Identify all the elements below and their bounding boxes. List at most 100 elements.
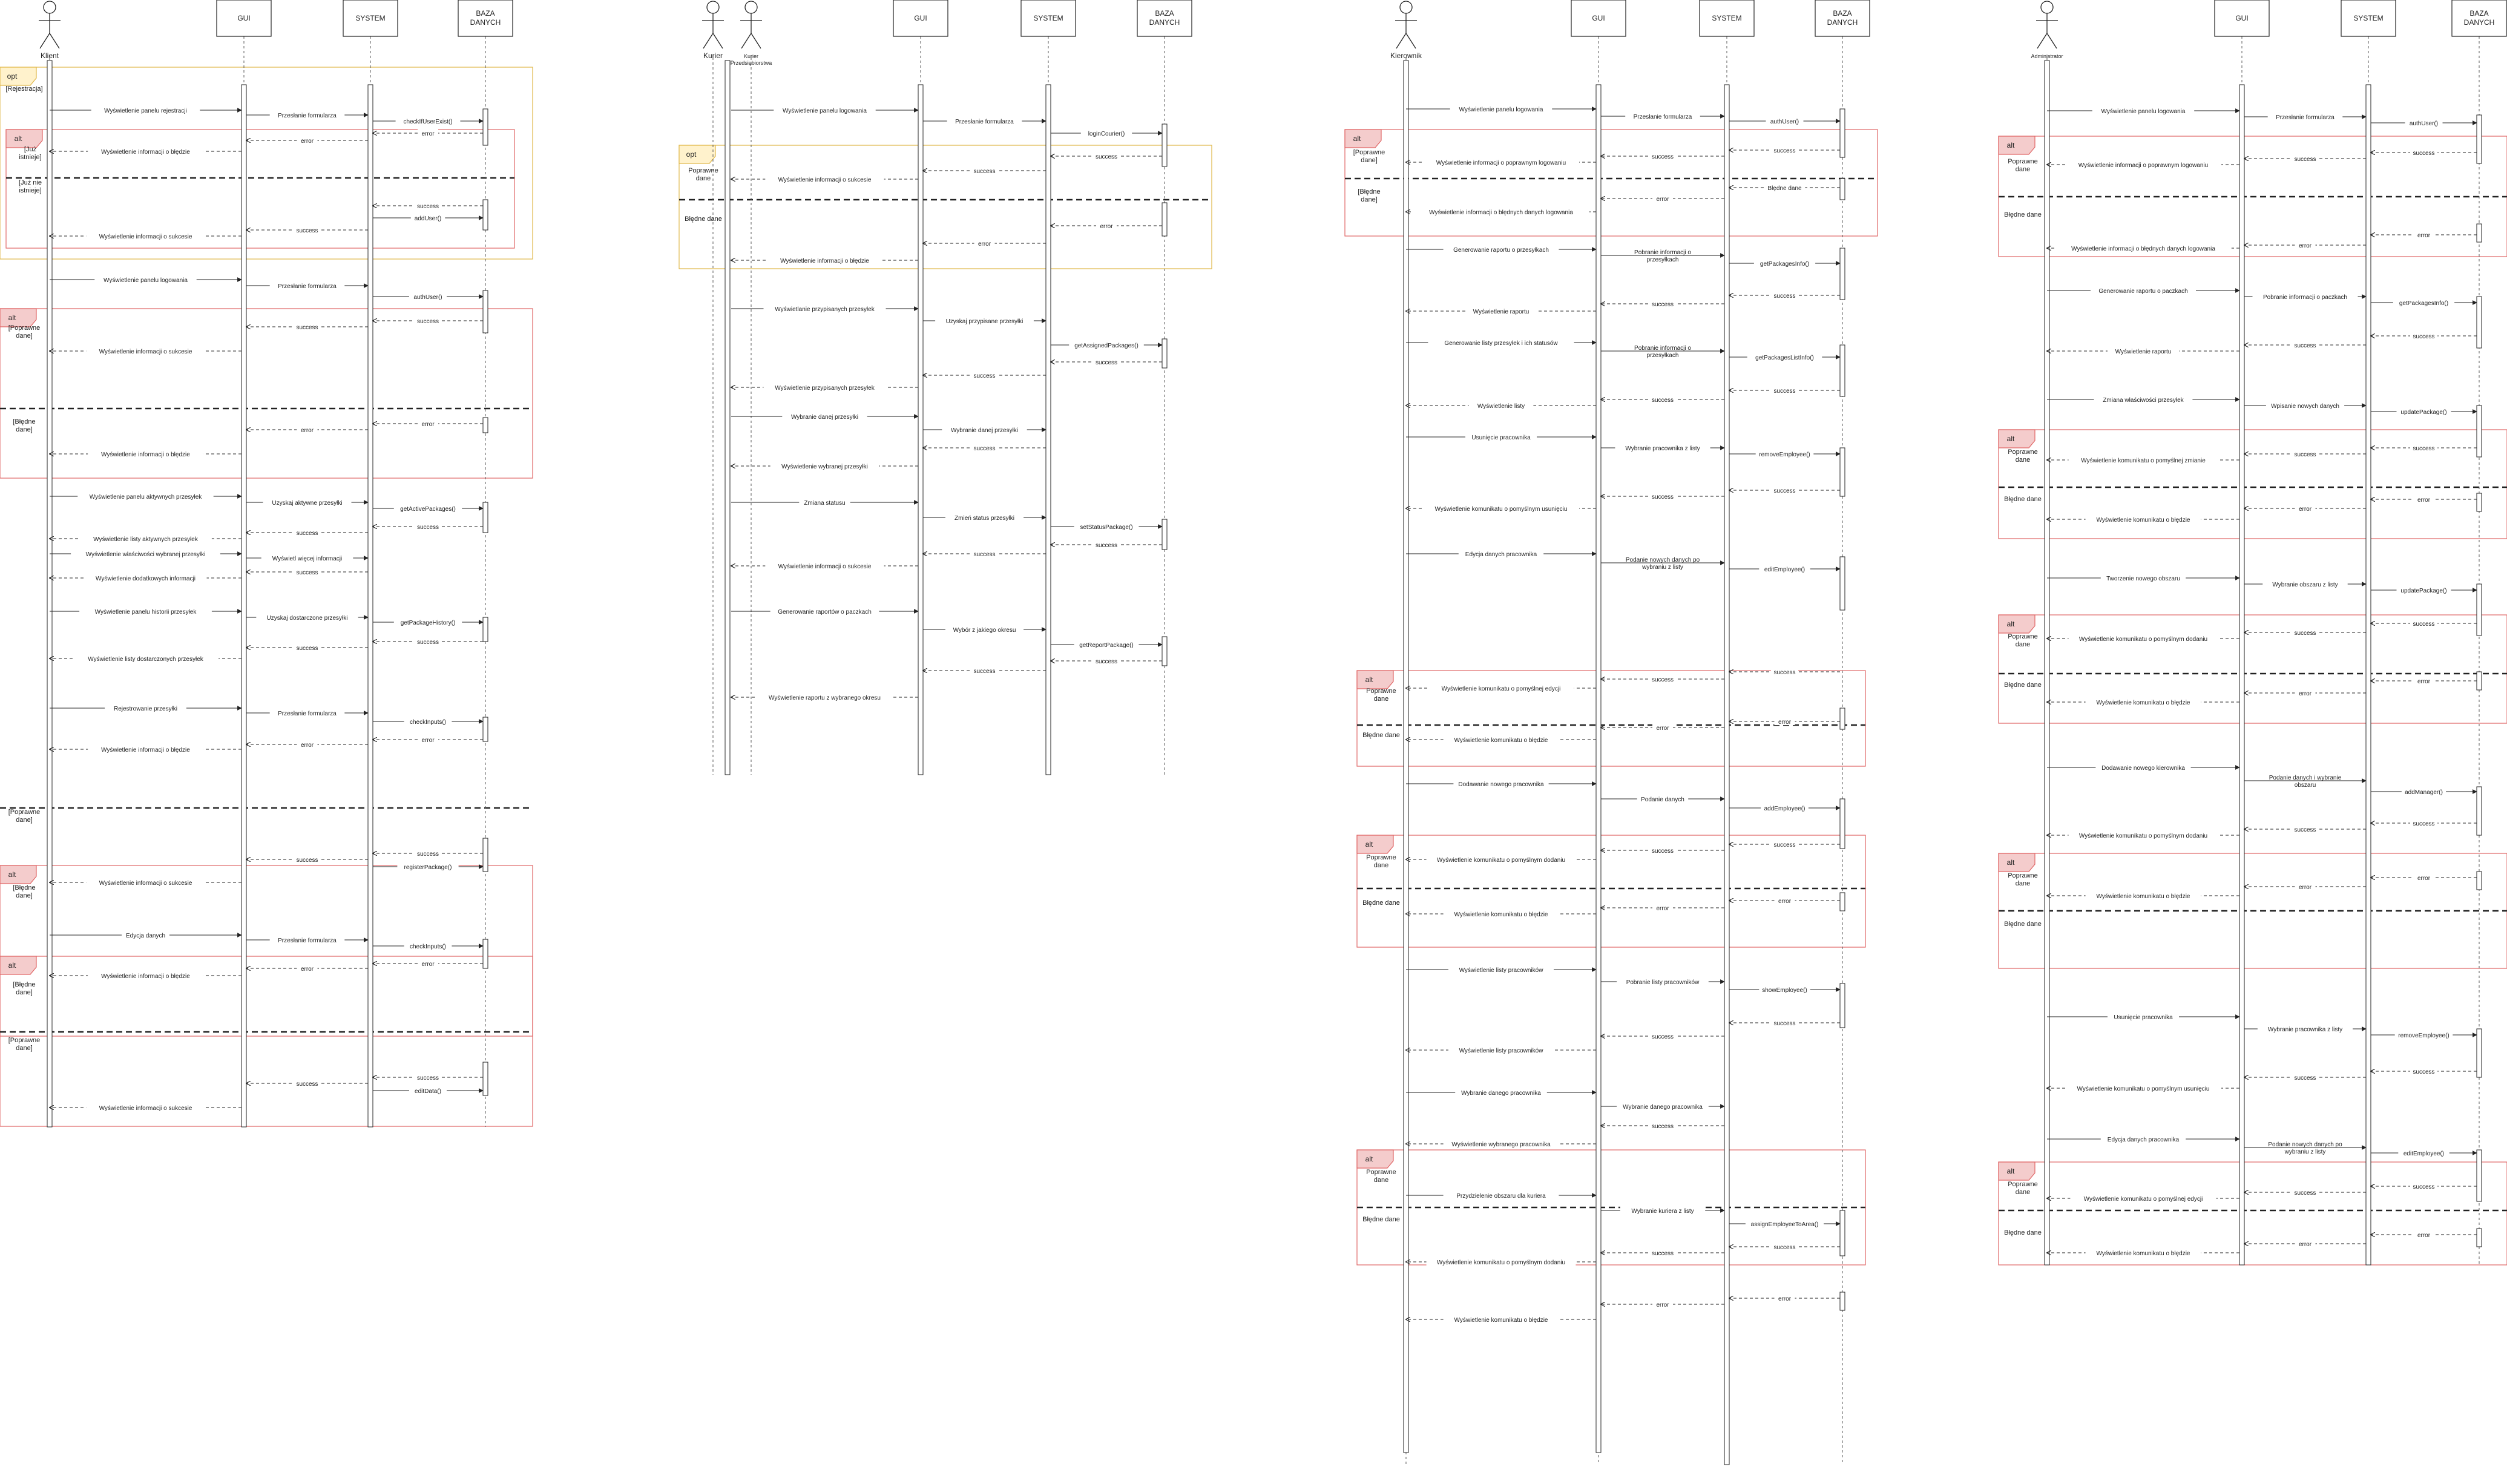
message-label: Wyświetlenie panelu historii przesyłek [95, 609, 197, 616]
call-message: Wyświetlenie panelu logowania [2047, 107, 2240, 115]
participant: GUI [2214, 0, 2270, 37]
message-label: success [296, 1081, 318, 1088]
opt-frame-border [678, 145, 1212, 269]
message-label-bg [1652, 723, 1673, 731]
message-label: Wyświetlenie informacji o błędnych danyc… [2071, 246, 2215, 252]
guard-label-line: istnieje] [19, 187, 41, 194]
participant-label: GUI [237, 14, 250, 22]
message-label: updatePackage() [2400, 588, 2446, 594]
message-label-bg [395, 117, 461, 125]
message-label: Wybranie danej przesyłki [951, 427, 1018, 434]
message-label: Wyświetlenie wybranej przesyłki [781, 464, 868, 470]
message-label: success [417, 851, 439, 858]
call-message: Edycja danych pracownika [1406, 550, 1597, 558]
message-label: Wyświetlenie informacji o błędzie [101, 451, 190, 458]
message-label: removeEmployee() [2398, 1033, 2449, 1039]
message-label: Wybranie danego pracownika [1461, 1090, 1541, 1097]
guard-label: Błędne dane [1362, 899, 1400, 907]
activation-bar [241, 84, 247, 1128]
return-message: Wyświetlenie informacji o poprawnym logo… [1406, 158, 1596, 166]
message-label-bg [1458, 550, 1544, 557]
call-message: addManager() [2371, 787, 2477, 796]
message-label-bg [293, 323, 321, 330]
return-message: Wyświetlenie informacji o błędzie [731, 256, 918, 264]
opt-fragment: opt[Rejestracja] [0, 67, 533, 260]
alt-frame-tab [0, 308, 37, 327]
message-label-bg [2295, 504, 2316, 512]
return-message: error [1601, 1300, 1724, 1308]
message-label-bg [1755, 450, 1814, 458]
return-message: Wyświetlenie informacji o błędzie [50, 971, 242, 980]
message-label: getPackagesListInfo() [1755, 355, 1814, 361]
alt-frame-tab [1356, 1149, 1394, 1169]
message-label-bg [2394, 1031, 2453, 1039]
call-message: addEmployee() [1729, 804, 1841, 812]
message-label-bg [782, 412, 867, 420]
return-message: error [2244, 1239, 2366, 1248]
message-label-bg [1652, 904, 1673, 911]
message-label: assignEmployeeToArea() [1751, 1221, 1819, 1228]
message-label: Usunięcie pracownika [1471, 435, 1531, 441]
actor-head [1399, 1, 1413, 14]
message-label: Wybranie kuriera z listy [1631, 1208, 1694, 1215]
return-message: success [246, 568, 368, 576]
guard-label-line: Poprawne [2008, 872, 2038, 879]
message-label: Wybór z jakiego okresu [953, 627, 1016, 634]
message-label: success [973, 551, 995, 558]
message-label-bg [763, 383, 886, 391]
call-message: Pobranie informacji o paczkach [2244, 292, 2367, 301]
message-label: success [973, 668, 995, 675]
message-label: error [301, 742, 314, 749]
message-label-bg [414, 637, 442, 645]
guard-label-line: Poprawne [1366, 854, 1396, 861]
message-label-bg [2291, 1073, 2319, 1081]
message-label: getPackageHistory() [401, 620, 456, 626]
message-label-bg [2291, 628, 2319, 636]
message-label-bg [970, 371, 999, 379]
message-label-bg [1428, 684, 1574, 692]
activation-bar [1839, 556, 1845, 611]
guard-label-line: [Błędne [13, 418, 35, 425]
return-message: Wyświetlenie listy aktywnych przesyłek [50, 534, 242, 543]
activation-bar [482, 290, 488, 333]
return-message: Wyświetlenie komunikatu o błędzie [2047, 515, 2239, 524]
message-label: Wyświetlenie listy dostarczonych przesył… [88, 656, 204, 663]
call-message: Uzyskaj aktywne przesyłki [246, 498, 369, 507]
guard-label: Błędne dane [2004, 211, 2042, 218]
alt-frame-tab [1356, 835, 1394, 854]
call-message: Przesłanie formularza [1601, 112, 1725, 120]
return-message: success [2371, 819, 2477, 827]
return-message: success [246, 643, 368, 652]
participant-label: SYSTEM [1033, 14, 1063, 22]
participant: GUI [216, 0, 272, 37]
guard-label-line: Błędne dane [685, 215, 722, 223]
call-message: getActivePackages() [373, 504, 484, 513]
message-label: error [2299, 243, 2312, 249]
return-message: success [923, 666, 1046, 675]
guard-label-line: Poprawne [2008, 633, 2038, 640]
alt-frame-tab [1998, 429, 2036, 448]
activation-bar [2044, 60, 2050, 1266]
message-label-bg [1766, 117, 1804, 125]
message-label: Dodawanie nowego kierownika [2101, 765, 2185, 772]
message-label-line: Pobranie informacji o [1634, 345, 1691, 352]
activation-bar [918, 84, 924, 775]
message-label-bg [1747, 353, 1822, 361]
activation-bar [1839, 892, 1845, 911]
participant-box [458, 0, 513, 37]
message-label-bg [1423, 158, 1579, 166]
message-label-bg [2291, 154, 2319, 162]
message-label-bg [293, 855, 321, 863]
message-label: Wyświetlenie informacji o błędzie [101, 149, 190, 156]
actor: Administrator [2031, 1, 2063, 59]
message-label-bg [1443, 1191, 1559, 1199]
alt-frame-tab [1998, 1161, 2036, 1181]
message-label: success [2413, 150, 2434, 157]
message-label-bg [2267, 113, 2343, 120]
